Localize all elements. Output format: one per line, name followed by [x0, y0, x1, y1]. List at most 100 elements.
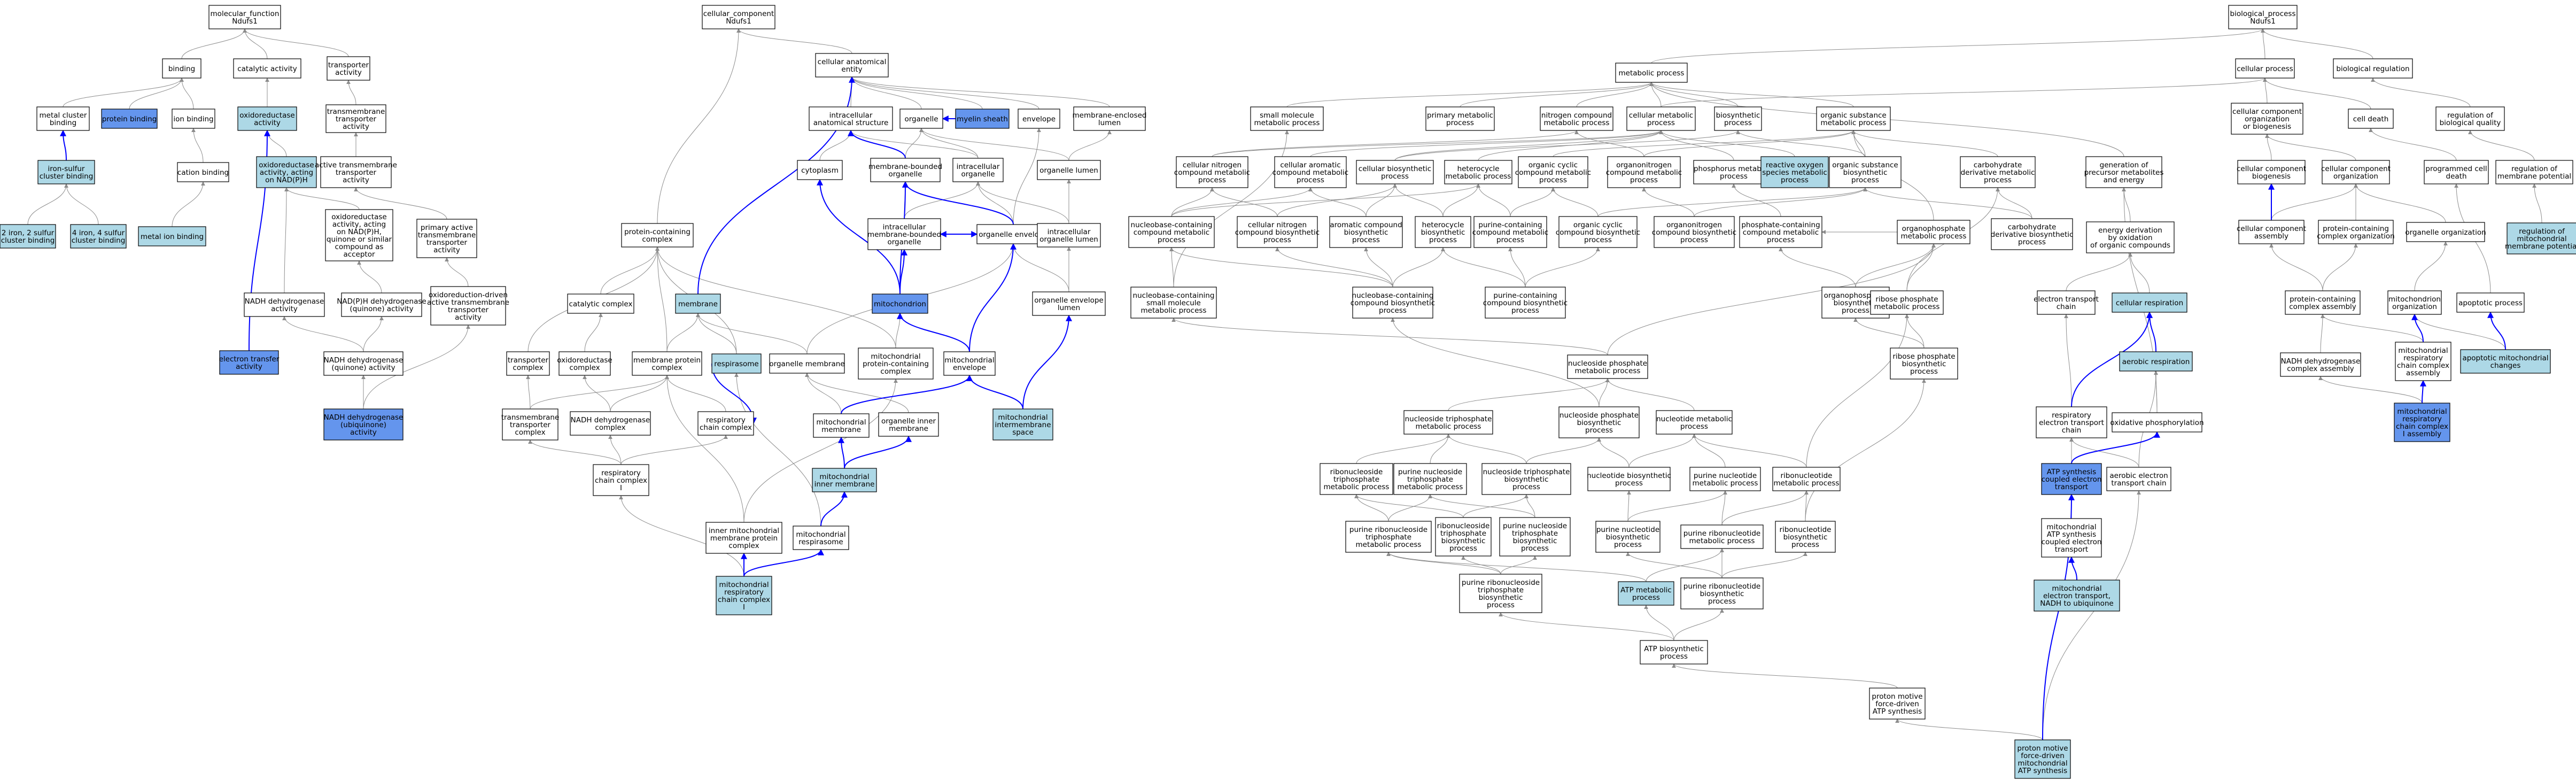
- node-purine-rntp-mp[interactable]: purine ribonucleosidetriphosphatemetabol…: [1345, 521, 1432, 553]
- node-myelin[interactable]: myelin sheath: [955, 109, 1010, 129]
- node-respirasome[interactable]: respirasome: [711, 353, 762, 374]
- node-primary-active[interactable]: primary activetransmembranetransporterac…: [416, 219, 477, 258]
- node-mitochondrion[interactable]: mitochondrion: [872, 294, 928, 314]
- node-aerobic-respiration[interactable]: aerobic respiration: [2119, 351, 2193, 372]
- node-protein-binding[interactable]: protein binding: [101, 109, 158, 129]
- node-cellular-respiration[interactable]: cellular respiration: [2112, 292, 2187, 313]
- node-binding[interactable]: binding: [162, 58, 201, 79]
- node-purine-rntp-bp[interactable]: purine ribonucleosidetriphosphatebiosynt…: [1459, 574, 1542, 613]
- node-organelle[interactable]: organelle: [899, 109, 943, 129]
- node-pmf-mito-atp-synthesis[interactable]: proton motiveforce-drivenmitochondrialAT…: [2014, 739, 2071, 779]
- node-nadph-dh-quinone[interactable]: NAD(P)H dehydrogenase(quinone) activity: [337, 292, 426, 317]
- node-apoptotic-process[interactable]: apoptotic process: [2456, 292, 2525, 313]
- node-cytoplasm[interactable]: cytoplasm: [797, 160, 843, 180]
- node-catalytic[interactable]: catalytic activity: [233, 58, 301, 79]
- node-nadh-dh-ubiquinone[interactable]: NADH dehydrogenase(ubiquinone)activity: [323, 408, 404, 441]
- node-cell-death[interactable]: cell death: [2348, 109, 2394, 129]
- node-ntp-bp[interactable]: nucleoside triphosphatebiosyntheticproce…: [1481, 463, 1571, 495]
- node-cellular-process[interactable]: cellular process: [2235, 58, 2295, 79]
- node-organelle-organization[interactable]: organelle organization: [2405, 222, 2486, 242]
- node-biological-regulation[interactable]: biological regulation: [2333, 58, 2413, 79]
- node-organelle-membrane[interactable]: organelle membrane: [769, 353, 845, 374]
- node-metal-ion-binding[interactable]: metal ion binding: [138, 226, 206, 246]
- node-envelope[interactable]: envelope: [1018, 109, 1060, 129]
